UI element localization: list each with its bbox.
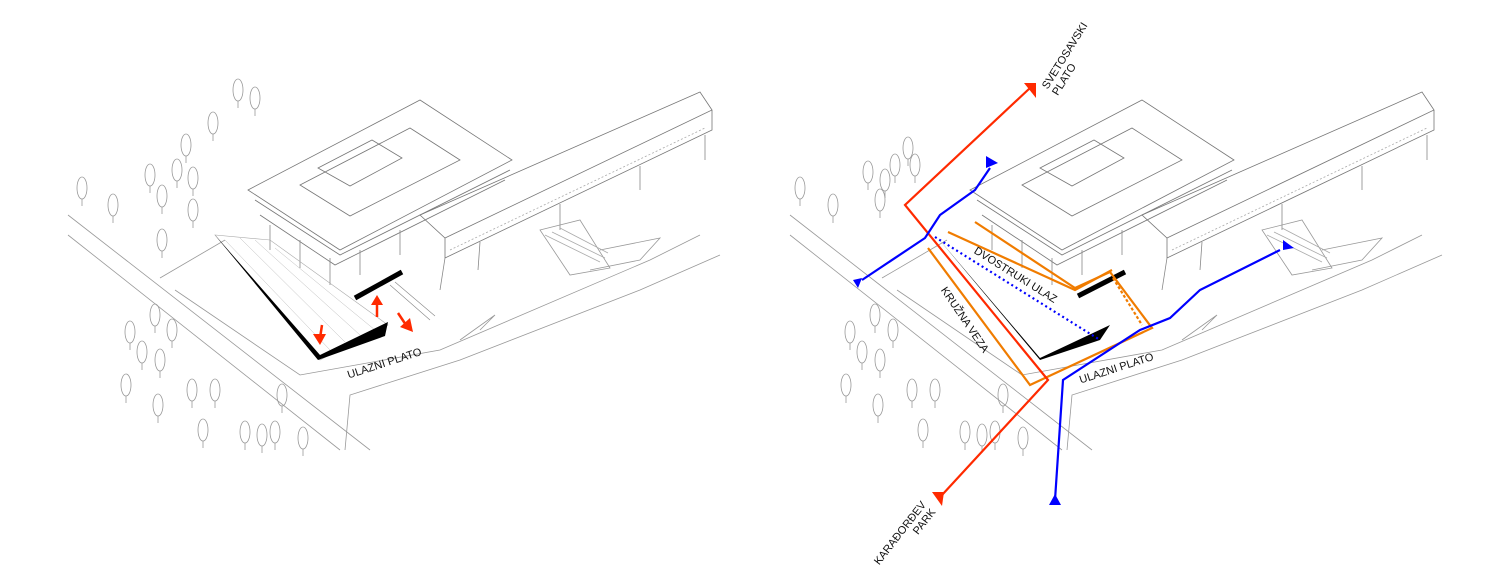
stepped-plaza [214,234,436,361]
trees [76,78,309,457]
entrance-wall [1076,269,1127,299]
triangle-marker-icon [1283,240,1294,250]
entrance-wedge [937,237,1110,360]
triangle-marker-icon [932,492,944,506]
triangle-marker-icon [853,278,862,288]
left-site-plan [67,78,721,457]
circular-link-route [927,221,1154,387]
right-site-plan [789,83,1443,506]
entry-arrows [313,295,413,345]
triangle-marker-icon [1049,494,1061,505]
arrow-down-icon [313,324,326,345]
secondary-route [853,156,1294,505]
trees [794,136,1029,457]
arrow-up-icon [371,295,383,317]
triangle-marker-icon [1024,83,1036,98]
triangle-marker-icon [986,156,998,168]
pedestrian-route [903,83,1050,506]
arrow-down-right-icon [396,312,413,332]
